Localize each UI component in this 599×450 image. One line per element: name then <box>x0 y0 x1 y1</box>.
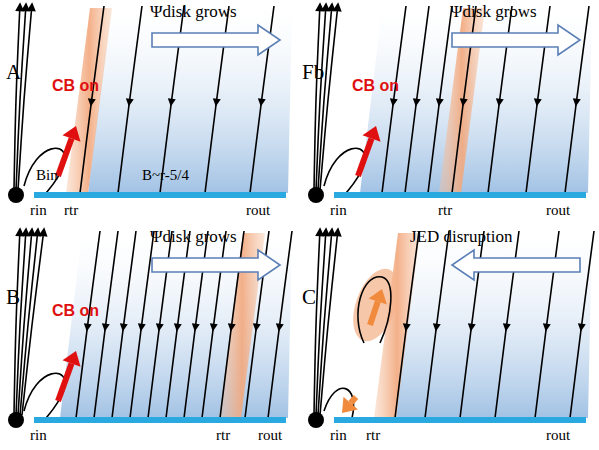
disk-field-region <box>396 233 592 418</box>
open-field-line <box>320 229 338 415</box>
annotation: CB on <box>352 78 399 94</box>
black-hole <box>8 412 24 428</box>
direction-arrow <box>452 250 580 280</box>
open-field-line <box>22 229 44 415</box>
radius-label: rtr <box>366 428 380 443</box>
cb-arrow <box>358 138 372 176</box>
ejection-arrow <box>370 302 378 325</box>
cb-arrow-head <box>362 126 380 142</box>
transition-band <box>66 8 112 193</box>
accretion-disk <box>34 192 286 198</box>
open-field-line <box>318 4 332 190</box>
panel-letter: B <box>6 287 20 308</box>
plasmoid <box>344 262 408 347</box>
panel <box>308 4 592 203</box>
radius-label: rin <box>330 203 347 218</box>
field-line <box>80 6 104 193</box>
field-line <box>428 6 452 193</box>
panel-letter: C <box>302 287 316 308</box>
field-label: Bin <box>36 168 58 183</box>
direction-arrow <box>152 25 280 55</box>
accretion-disk <box>34 417 286 423</box>
radius-label: rout <box>258 428 282 443</box>
accretion-disk <box>334 417 586 423</box>
panel-letter: A <box>6 62 21 83</box>
field-line <box>382 6 406 193</box>
black-hole <box>8 187 24 203</box>
infall-arrow <box>351 397 356 403</box>
cb-arrow <box>58 363 72 401</box>
detached-loop <box>358 277 391 343</box>
field-line <box>425 231 449 418</box>
panel-title: Ψdisk grows <box>450 3 537 20</box>
infall-arrow-head <box>342 397 358 413</box>
field-line <box>395 231 419 418</box>
black-hole <box>308 412 324 428</box>
black-hole <box>308 187 324 203</box>
radius-label: rout <box>546 203 570 218</box>
open-field-line <box>18 4 32 190</box>
panel <box>8 229 292 428</box>
cb-arrow-head <box>62 126 80 142</box>
accretion-disk <box>334 192 586 198</box>
cb-arrow <box>58 138 72 176</box>
panel <box>8 4 292 203</box>
radius-label: rtr <box>438 203 452 218</box>
panel <box>308 229 594 428</box>
field-line <box>405 6 429 193</box>
panel-title: JED disruption <box>410 228 512 245</box>
direction-arrow <box>152 250 280 280</box>
panel-title: Ψdisk grows <box>150 3 237 20</box>
disk-field-region <box>360 8 592 193</box>
annotation: CB on <box>52 303 99 319</box>
direction-arrow <box>452 25 580 55</box>
radius-label: rout <box>246 203 270 218</box>
radius-label: rin <box>30 203 47 218</box>
radius-label: rout <box>546 428 570 443</box>
field-line <box>118 6 142 193</box>
radius-label: rtr <box>216 428 230 443</box>
cb-arrow-head <box>62 351 80 367</box>
field-line <box>112 231 136 418</box>
panel-title: Ψdisk grows <box>150 228 237 245</box>
field-line <box>130 231 154 418</box>
annotation: CB on <box>52 78 99 94</box>
field-line <box>76 231 100 418</box>
radius-label: rin <box>330 428 347 443</box>
radius-label: rtr <box>64 203 78 218</box>
ejection-arrow-head <box>369 289 387 305</box>
open-field-line <box>318 229 332 415</box>
panel-letter: Fb <box>302 62 324 83</box>
radius-label: rin <box>30 428 47 443</box>
field-line <box>94 231 118 418</box>
field-label: B~r-5/4 <box>142 168 189 183</box>
